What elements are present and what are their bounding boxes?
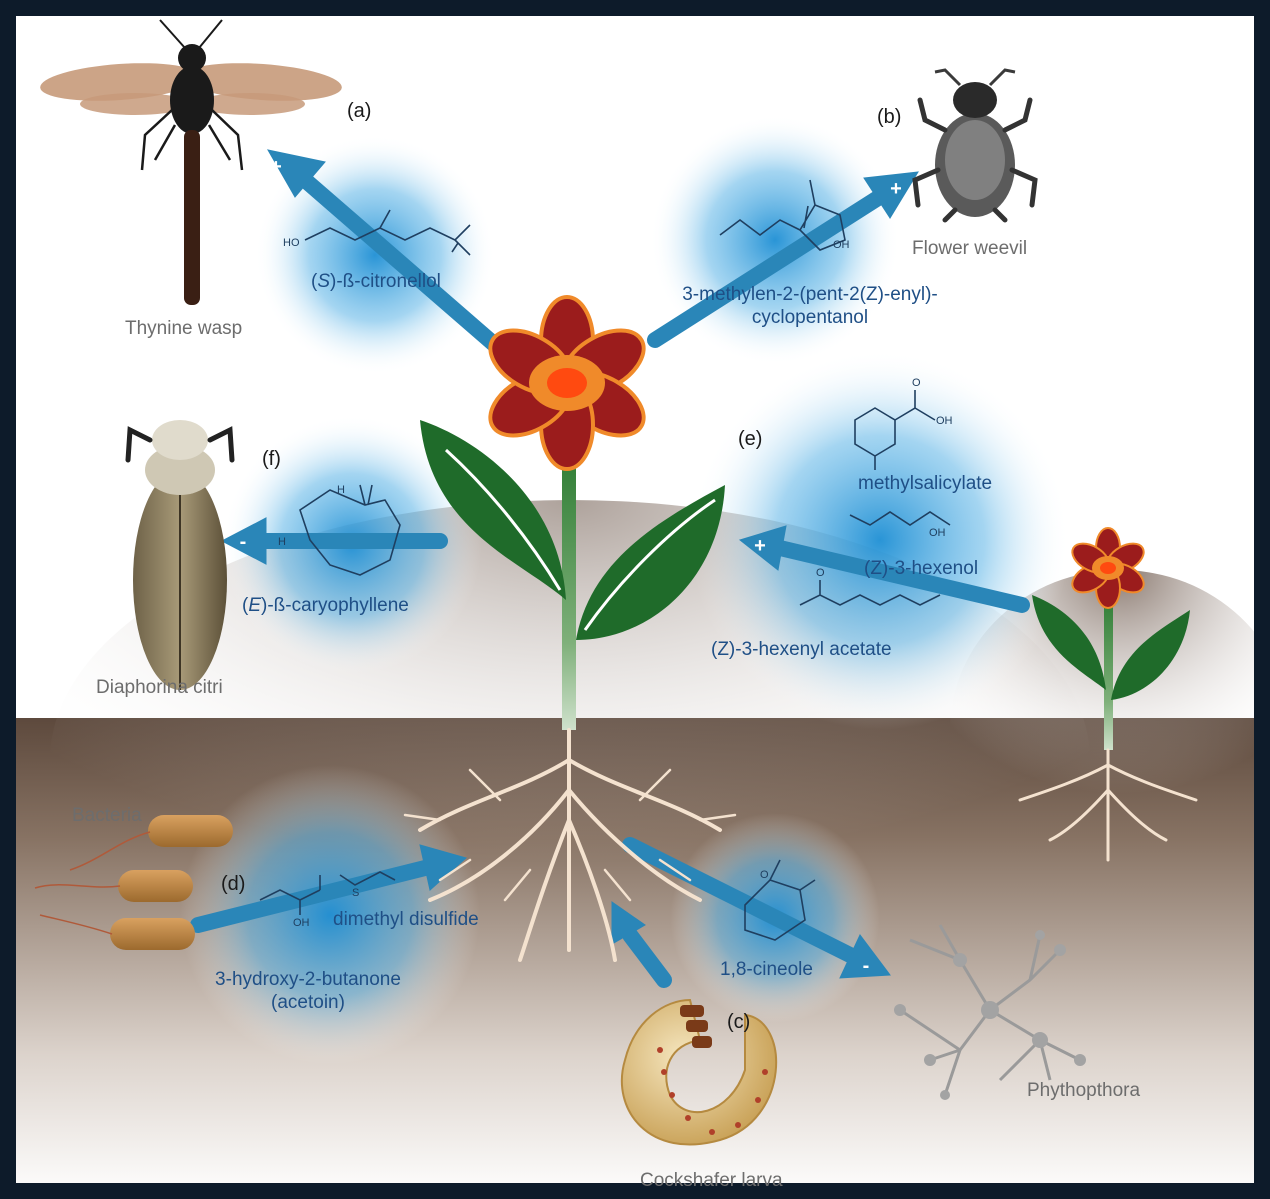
compound-cyclopentanol: 3-methylen-2-(pent-2(Z)-enyl)- cyclopent… [650, 283, 970, 329]
panel-tag-d: (d) [221, 873, 245, 896]
panel-tag-a: (a) [347, 100, 371, 123]
atom-o-acetate: O [816, 567, 825, 579]
panel-tag-e: (e) [738, 428, 762, 451]
compound-cyclopentanol-line2: cyclopentanol [650, 306, 970, 329]
effect-sign-b: + [890, 178, 902, 200]
compound-caryophyllene: (E)-ß-caryophyllene [242, 594, 409, 617]
compound-acetoin-line2: (acetoin) [193, 991, 423, 1014]
compound-hexenol: (Z)-3-hexenol [864, 557, 978, 580]
panel-tag-c: (c) [727, 1011, 750, 1034]
effect-sign-c: - [863, 955, 870, 977]
atom-h-caryophyllene-2: H [278, 536, 286, 548]
effect-sign-f: - [240, 531, 247, 553]
atom-oh-methylsalicylate: OH [936, 415, 953, 427]
compound-caryophyllene-stereo: E [248, 595, 261, 616]
label-cockshafer-larva: Cockshafer larva [640, 1170, 783, 1192]
compound-dimethyl-disulfide: dimethyl disulfide [333, 908, 479, 931]
atom-oh-acetoin: OH [293, 917, 310, 929]
compound-citronellol-stereo: S [317, 271, 330, 292]
atom-oh-hexenol: OH [929, 527, 946, 539]
atom-o-cineole: O [760, 869, 769, 881]
label-flower-weevil: Flower weevil [912, 238, 1027, 260]
compound-citronellol-name: )-ß-citronellol [330, 271, 441, 292]
compound-cyclopentanol-line1: 3-methylen-2-(pent-2(Z)-enyl)- [650, 283, 970, 306]
atom-oh-cyclopentanol: OH [833, 239, 850, 251]
atom-s: S [352, 887, 359, 899]
compound-caryophyllene-name: )-ß-caryophyllene [261, 595, 409, 616]
compound-hexenyl-acetate: (Z)-3-hexenyl acetate [711, 638, 892, 661]
effect-sign-a: + [270, 156, 282, 178]
compound-cineole: 1,8-cineole [720, 958, 813, 981]
atom-h-caryophyllene: H [337, 484, 345, 496]
label-phytophthora: Phythopthora [1027, 1080, 1140, 1102]
effect-sign-e: + [754, 535, 766, 557]
compound-citronellol: (S)-ß-citronellol [311, 270, 441, 293]
compound-acetoin: 3-hydroxy-2-butanone (acetoin) [193, 968, 423, 1014]
compound-acetoin-line1: 3-hydroxy-2-butanone [193, 968, 423, 991]
atom-o-carbonyl: O [912, 377, 921, 389]
panel-tag-b: (b) [877, 106, 901, 129]
atom-ho: HO [283, 237, 300, 249]
label-diaphorina-citri: Diaphorina citri [96, 677, 223, 699]
label-thynine-wasp: Thynine wasp [125, 318, 242, 340]
label-bacteria: Bacteria [72, 805, 142, 827]
panel-tag-f: (f) [262, 448, 281, 471]
compound-methylsalicylate: methylsalicylate [858, 472, 992, 495]
